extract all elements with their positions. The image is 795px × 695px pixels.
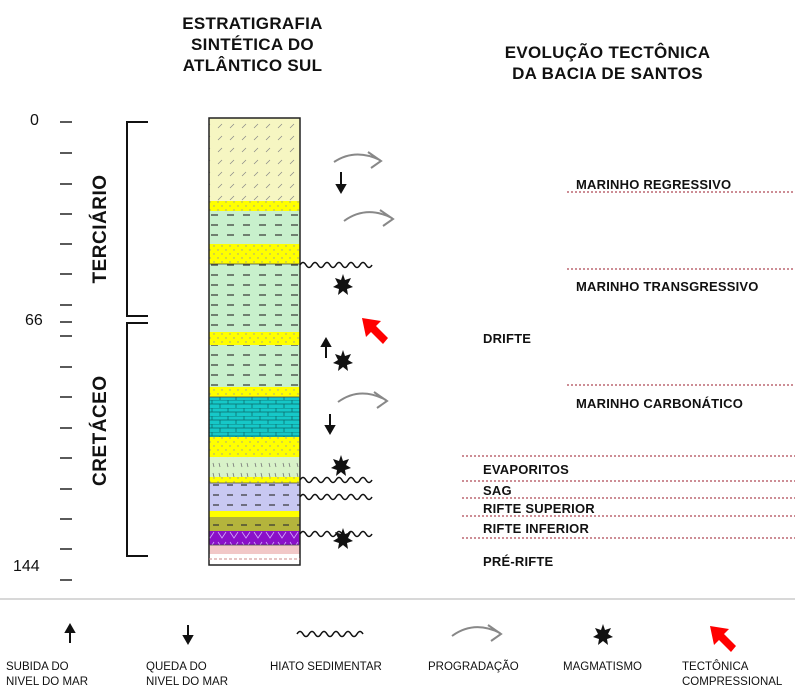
magmatism-star-icon bbox=[331, 274, 353, 549]
progradation-icon bbox=[333, 151, 395, 409]
stratigraphy-title: ESTRATIGRAFIA SINTÉTICA DO ATLÂNTICO SUL bbox=[182, 14, 323, 75]
legend-label-progradacao: PROGRADAÇÃO bbox=[428, 661, 519, 673]
legend-label-tectonica: TECTÔNICA COMPRESSIONAL bbox=[682, 661, 783, 688]
hiatus-wave-icon bbox=[296, 630, 364, 638]
stage-drifte: DRIFTE bbox=[483, 331, 532, 346]
period-brackets bbox=[126, 121, 148, 557]
compression-arrow-icon bbox=[710, 626, 736, 652]
tectonics-title: EVOLUÇÃO TECTÔNICA DA BACIA DE SANTOS bbox=[504, 43, 711, 83]
stage-boundaries bbox=[462, 191, 795, 539]
up-arrow-icon bbox=[64, 622, 76, 643]
age-label-144: 144 bbox=[13, 558, 40, 575]
age-label-66: 66 bbox=[25, 312, 43, 329]
down-arrow-icon bbox=[182, 625, 194, 646]
legend-label-hiato: HIATO SEDIMENTAR bbox=[270, 661, 382, 673]
stage-rifte-superior: RIFTE SUPERIOR bbox=[483, 501, 595, 516]
legend-label-magmatismo: MAGMATISMO bbox=[563, 661, 643, 673]
stage-marinho-transgressivo: MARINHO TRANSGRESSIVO bbox=[576, 279, 759, 294]
legend-label-subida: SUBIDA DO NIVEL DO MAR bbox=[6, 661, 89, 688]
hiatus-wave-icon bbox=[299, 261, 373, 538]
sea-level-arrows bbox=[320, 172, 347, 436]
magmatism-star-icon bbox=[593, 624, 613, 645]
stage-marinho-regressivo: MARINHO REGRESSIVO bbox=[576, 177, 732, 192]
stage-evaporitos: EVAPORITOS bbox=[483, 462, 570, 477]
legend-label-queda: QUEDA DO NIVEL DO MAR bbox=[146, 661, 229, 688]
age-axis-ticks bbox=[60, 121, 72, 581]
age-label-0: 0 bbox=[30, 112, 39, 129]
stage-pre-rifte: PRÉ-RIFTE bbox=[483, 554, 554, 569]
legend-icons bbox=[64, 622, 736, 652]
stage-marinho-carbonatico: MARINHO CARBONÁTICO bbox=[576, 396, 744, 411]
progradation-icon bbox=[451, 624, 503, 642]
compression-arrow-icon bbox=[362, 318, 388, 344]
stage-rifte-inferior: RIFTE INFERIOR bbox=[483, 521, 590, 536]
stage-sag: SAG bbox=[483, 483, 512, 498]
stratigraphic-column bbox=[208, 117, 301, 566]
